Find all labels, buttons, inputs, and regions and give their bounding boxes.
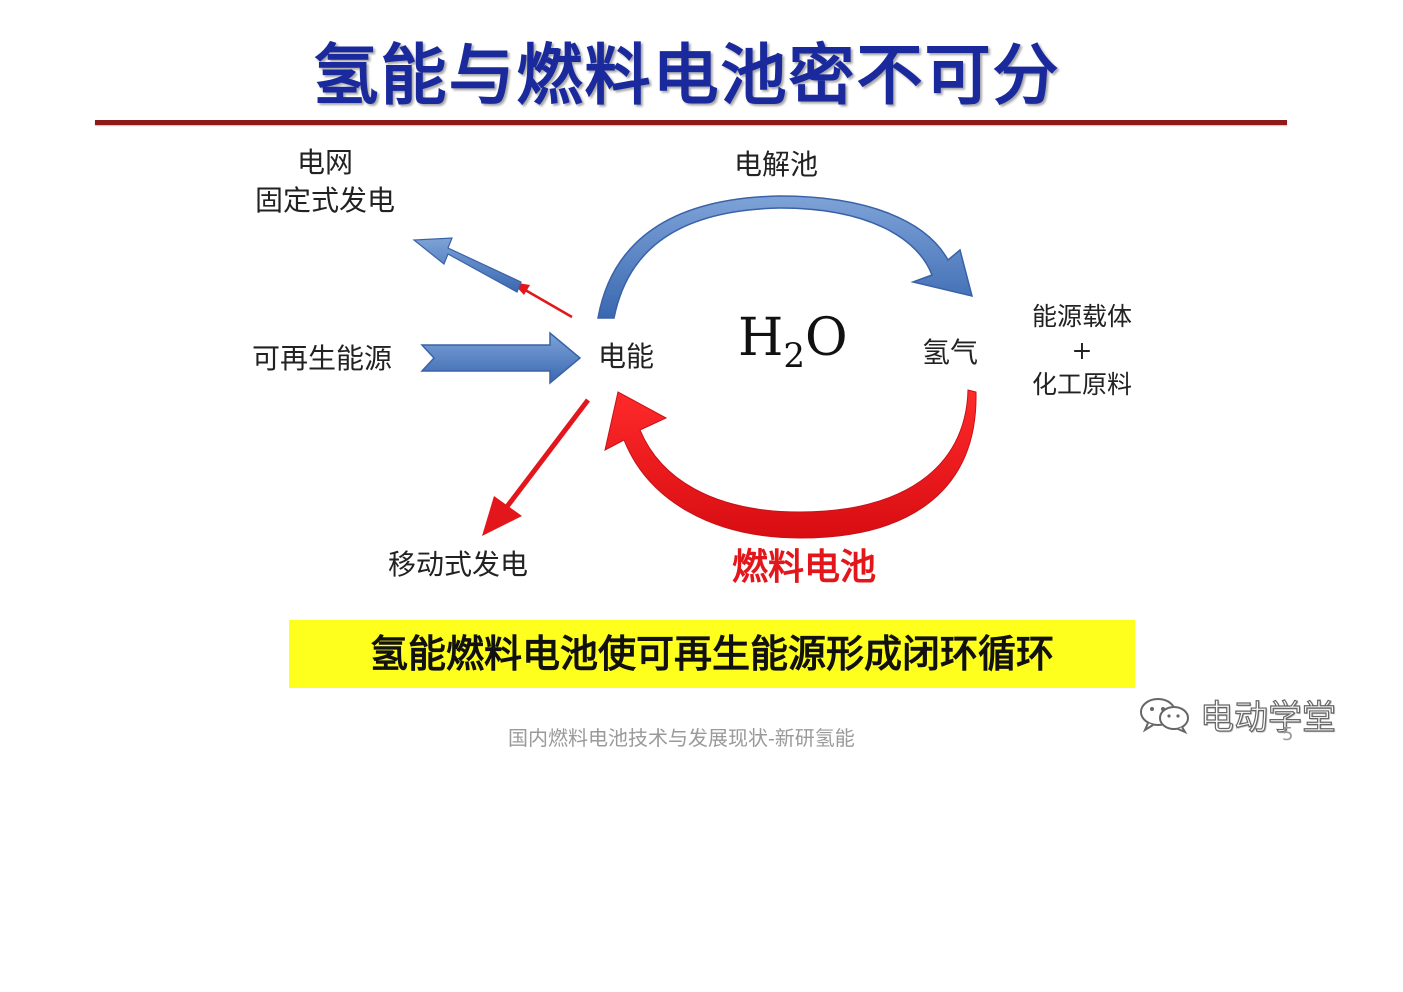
- water-formula-tail: O: [805, 308, 848, 368]
- plus-sign: +: [1071, 336, 1093, 365]
- renewable-energy-label: 可再生能源: [252, 342, 393, 375]
- water-formula-subscript: 2: [783, 336, 805, 376]
- grid-label: 电网: [296, 146, 353, 179]
- hydrogen-label: 氢气: [922, 336, 979, 369]
- grid-power-label: 电网 固定式发电: [240, 144, 410, 220]
- fuel-cell-arc-arrow: [604, 389, 977, 539]
- chemical-feedstock-line: 化工原料: [1031, 370, 1132, 399]
- electrolyzer-label: 电解池: [734, 148, 819, 181]
- fuel-cell-label: 燃料电池: [732, 547, 877, 588]
- title-divider: [95, 120, 1287, 125]
- electricity-to-grid-arrow: [412, 237, 573, 319]
- renewable-to-electricity-arrow: [420, 331, 582, 385]
- watermark: 电动学堂: [1138, 690, 1337, 739]
- energy-carrier-label: 能源载体 + 化工原料: [1018, 300, 1146, 402]
- watermark-text: 电动学堂: [1199, 697, 1336, 738]
- page-number: 5: [1282, 724, 1294, 745]
- water-formula-base: H: [738, 308, 784, 368]
- electricity-label: 电能: [598, 340, 655, 373]
- electricity-to-mobile-arrow: [482, 398, 590, 536]
- stationary-power-label: 固定式发电: [254, 184, 395, 217]
- electrolyzer-arc-arrow: [597, 195, 974, 319]
- water-formula: H2O: [738, 308, 848, 376]
- page-title: 氢能与燃料电池密不可分: [312, 37, 1061, 114]
- footer-source: 国内燃料电池技术与发展现状-新研氢能: [508, 726, 855, 750]
- energy-carrier-line: 能源载体: [1031, 302, 1132, 331]
- highlight-banner: 氢能燃料电池使可再生能源形成闭环循环: [289, 620, 1135, 688]
- mobile-power-label: 移动式发电: [388, 548, 529, 581]
- wechat-icon: [1140, 697, 1189, 734]
